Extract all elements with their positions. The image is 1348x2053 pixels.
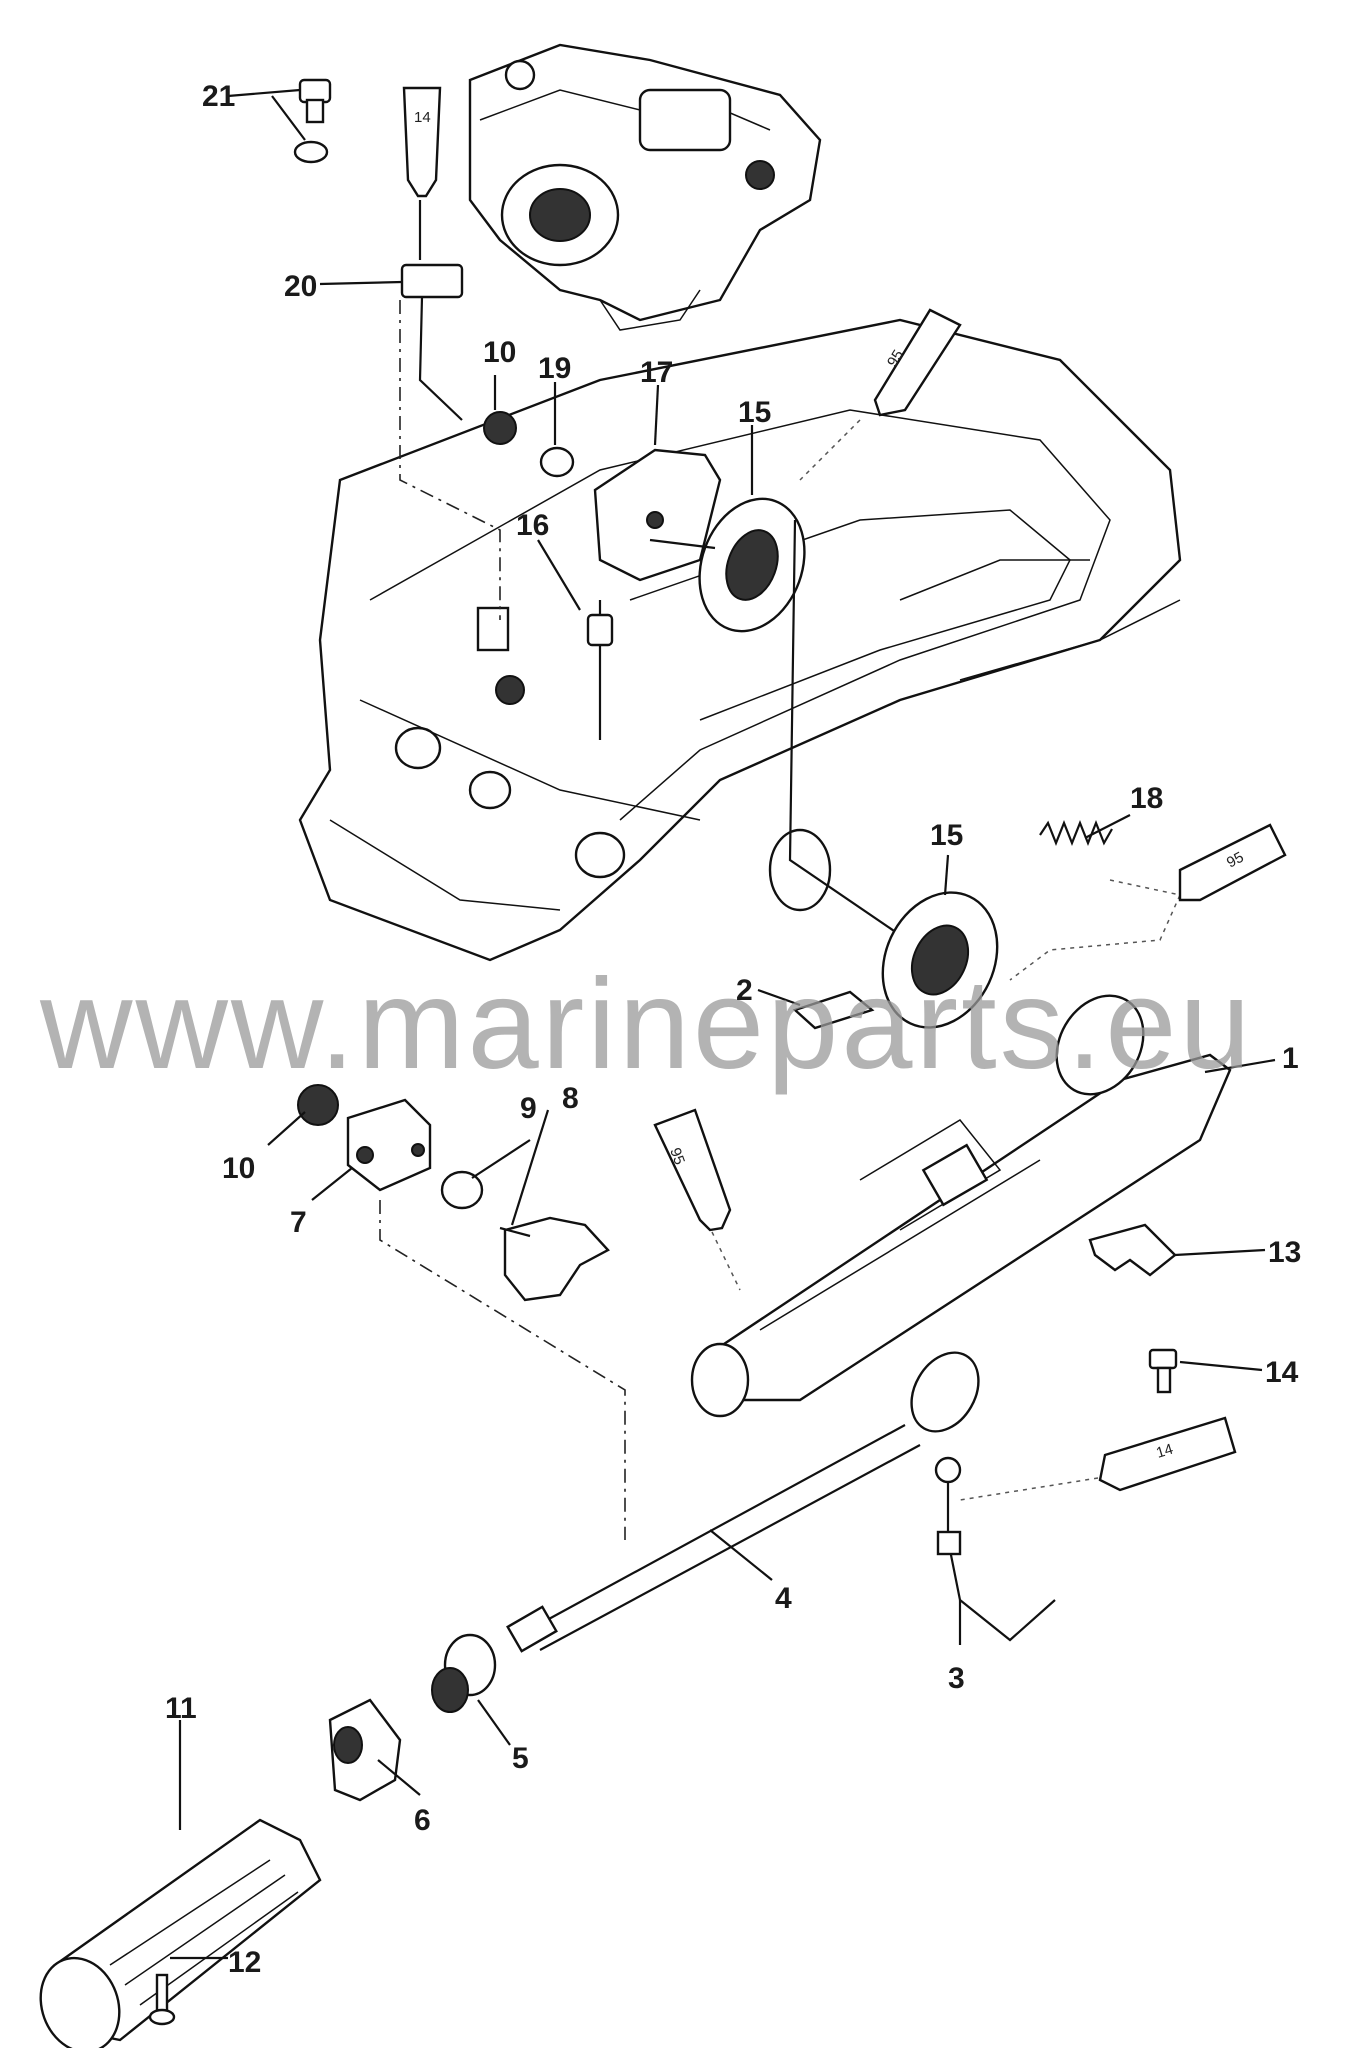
- part-10-nut-upper: [483, 411, 517, 445]
- callout-6: 6: [414, 1804, 431, 1837]
- tube-label-95-upper: 95: [884, 347, 907, 370]
- callout-17: 17: [640, 356, 673, 389]
- carburetor: [468, 43, 822, 331]
- callout-labels: 1 2 3 4 5 6 7 8 9 10 10 11 12 13 14 15 1…: [165, 80, 1301, 1979]
- part-11-handle-grip: [39, 1818, 322, 2053]
- part-8-knob: [499, 1216, 610, 1302]
- part-7-block: [346, 1098, 432, 1192]
- part-12-screw: [148, 1973, 176, 2026]
- tube-14-upper: 14: [402, 86, 442, 198]
- part-18-spring: [1039, 820, 1113, 846]
- callout-12: 12: [228, 1946, 261, 1979]
- tube-label-95-right: 95: [1224, 849, 1247, 872]
- part-16-link: [586, 600, 614, 740]
- part-21-bolt: [293, 78, 332, 164]
- tube-95-lower: 95: [653, 1108, 741, 1291]
- grease-path-18: [1009, 879, 1182, 981]
- tube-label-95-lower: 95: [666, 1146, 688, 1167]
- part-13-clip: [1088, 1223, 1177, 1277]
- callout-2: 2: [736, 974, 753, 1007]
- part-10-nut-lower: [297, 1084, 339, 1126]
- watermark: www.marineparts.eu: [39, 953, 1254, 1096]
- callout-8: 8: [562, 1082, 579, 1115]
- callout-9: 9: [520, 1092, 537, 1125]
- part-14-screw: [1148, 1348, 1178, 1394]
- callout-16: 16: [516, 509, 549, 542]
- callout-10-upper: 10: [483, 336, 516, 369]
- tube-14-lower: 14: [959, 1416, 1237, 1501]
- callout-11: 11: [165, 1692, 197, 1725]
- tube-label-14-lower: 14: [1154, 1441, 1175, 1462]
- callout-19: 19: [538, 352, 571, 385]
- callout-15-lower: 15: [930, 819, 963, 852]
- callout-5: 5: [512, 1742, 529, 1775]
- part-2-clip: [792, 990, 875, 1030]
- callout-10-lower: 10: [222, 1152, 255, 1185]
- callout-4: 4: [775, 1582, 792, 1615]
- callout-18: 18: [1130, 782, 1163, 815]
- callout-15-upper: 15: [738, 396, 771, 429]
- callout-3: 3: [948, 1662, 965, 1695]
- part-1-tiller-arm: [690, 994, 1232, 1418]
- callout-13: 13: [1268, 1236, 1301, 1269]
- callout-1: 1: [1282, 1042, 1299, 1075]
- part-19-washer: [539, 446, 575, 478]
- throttle-cable: [788, 519, 901, 936]
- callout-20: 20: [284, 270, 317, 303]
- tube-label-14-upper: 14: [414, 109, 431, 126]
- part-3-cable: [934, 1456, 1056, 1642]
- tube-95-right: 95: [1178, 823, 1287, 902]
- part-15-pulley-lower: [881, 891, 999, 1029]
- part-9-washer: [440, 1170, 484, 1210]
- part-6-sleeve: [328, 1698, 402, 1802]
- callout-7: 7: [290, 1206, 307, 1239]
- tube-95-upper: 95: [799, 308, 962, 481]
- callout-21: 21: [202, 80, 235, 113]
- lower-cowl: [298, 318, 1182, 962]
- cable-guide: [399, 200, 501, 620]
- part-15-pulley-upper: [649, 497, 806, 633]
- callout-14: 14: [1265, 1356, 1299, 1389]
- part-5-bushing: [431, 1633, 497, 1713]
- assembly-line-7: [379, 1200, 626, 1540]
- leader-lines: [170, 88, 1276, 1960]
- part-4-rod: [506, 1351, 980, 1653]
